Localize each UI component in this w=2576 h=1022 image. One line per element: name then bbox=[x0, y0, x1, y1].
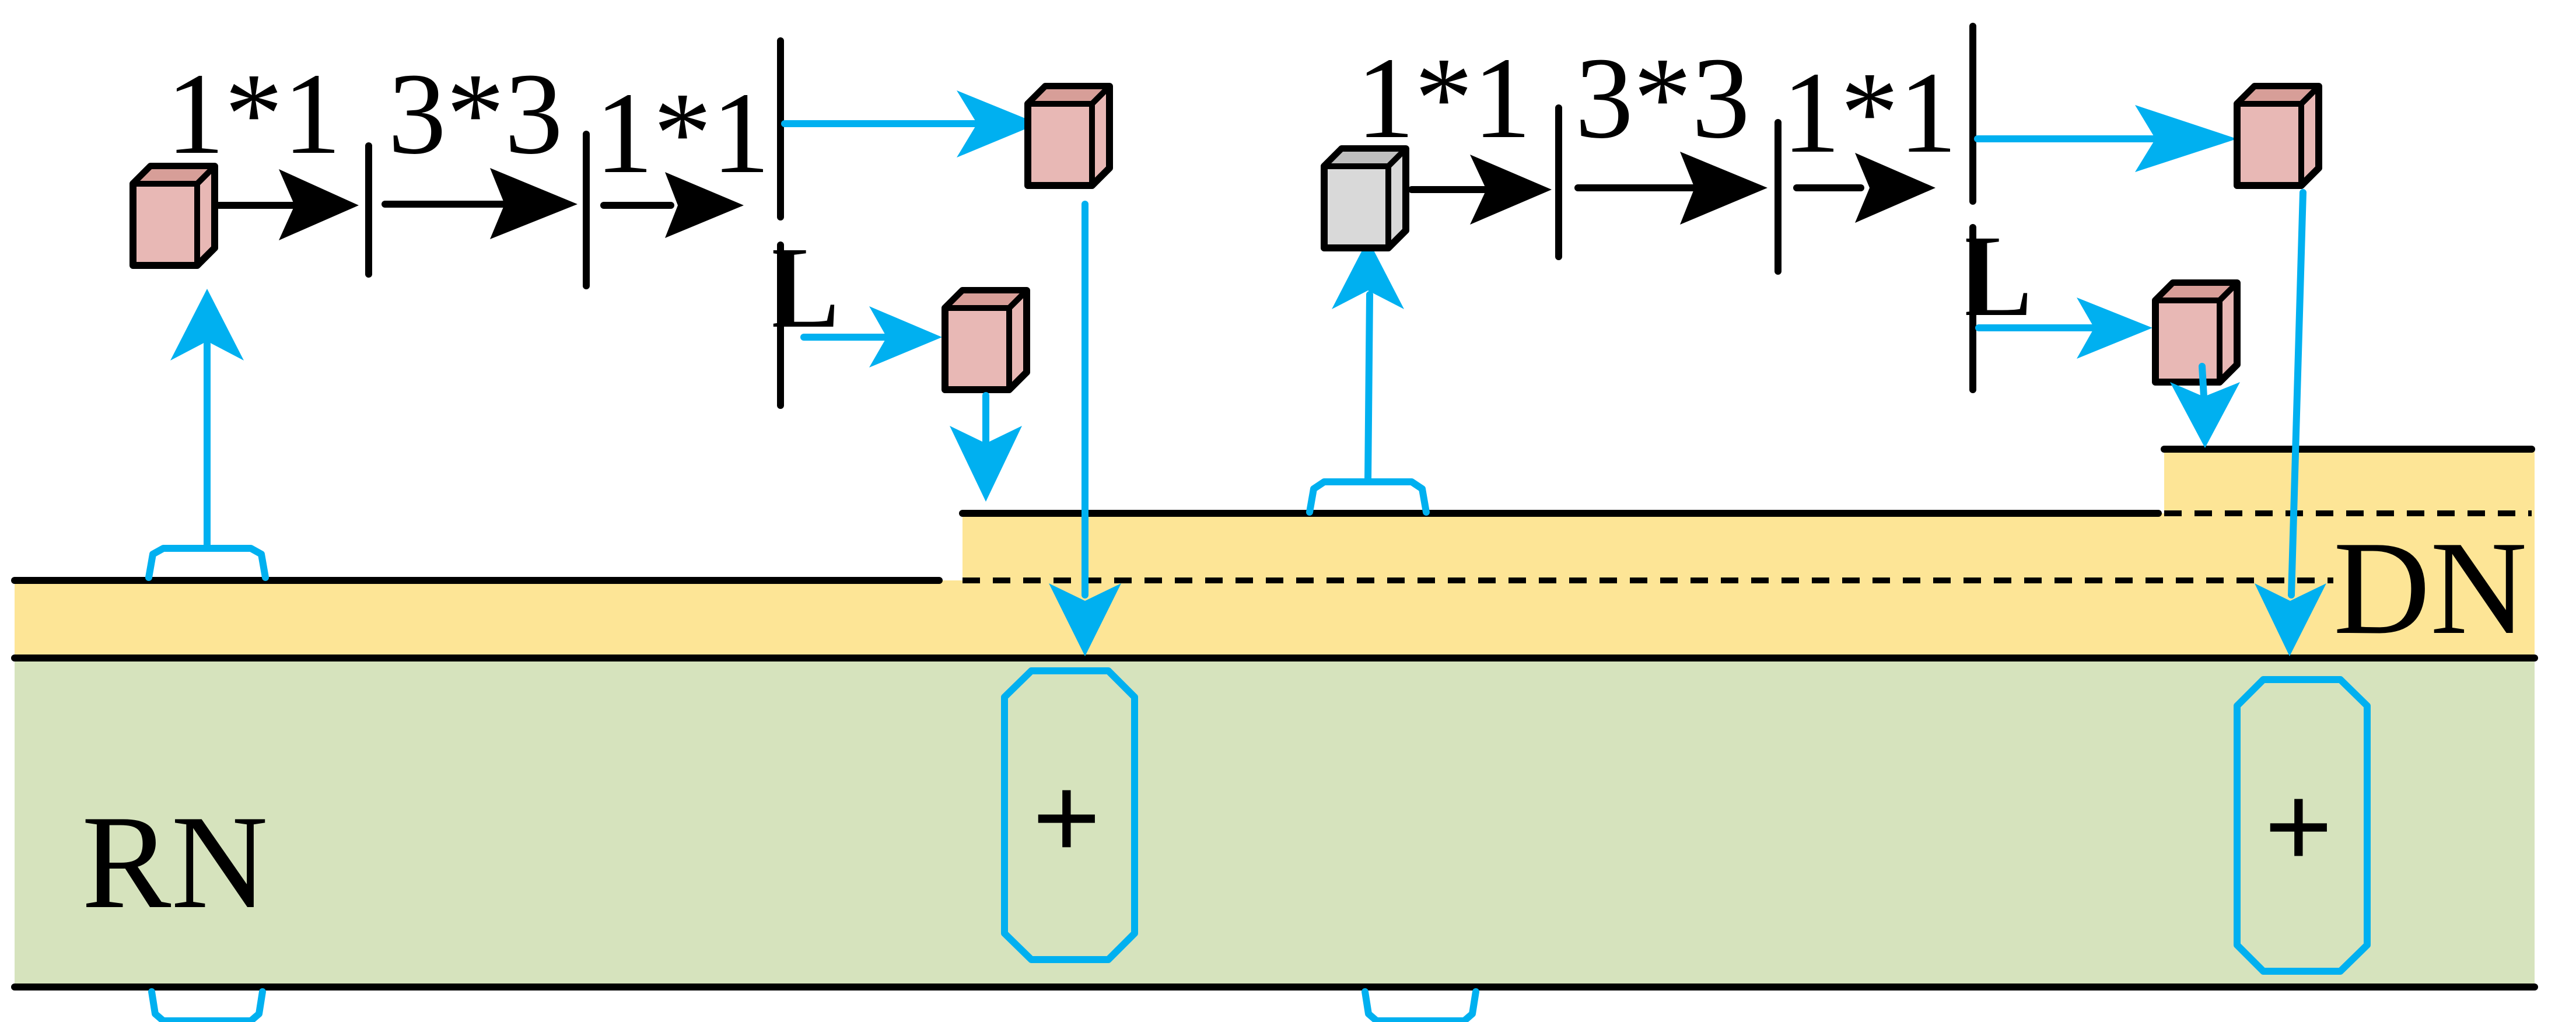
left-block: 1*1 3*3 1*1 L + bbox=[133, 37, 1138, 963]
left-top-output-cube bbox=[1028, 86, 1110, 186]
dn-band bbox=[11, 446, 2535, 656]
left-bottom-output-cube bbox=[945, 290, 1027, 390]
dn-label: DN bbox=[2333, 513, 2527, 662]
right-top-output-cube bbox=[2237, 86, 2319, 186]
left-l-label: L bbox=[770, 223, 841, 352]
left-kernel-1: 1*1 bbox=[166, 50, 341, 178]
right-block: 1*1 3*3 1*1 L + bbox=[1324, 23, 2371, 975]
right-bottom-output-cube bbox=[2155, 283, 2237, 382]
left-kernel-3: 1*1 bbox=[595, 69, 770, 198]
right-input-cube bbox=[1324, 149, 1406, 248]
left-input-cube bbox=[133, 166, 215, 265]
right-kernel-2: 3*3 bbox=[1575, 34, 1750, 163]
left-add-node bbox=[1001, 667, 1138, 963]
right-l-label: L bbox=[1963, 212, 2034, 341]
rn-band bbox=[11, 654, 2538, 991]
left-kernel-2: 3*3 bbox=[388, 50, 563, 178]
rn-label: RN bbox=[82, 788, 268, 936]
right-kernel-1: 1*1 bbox=[1356, 34, 1531, 163]
right-add-node bbox=[2234, 676, 2371, 975]
right-plus-sign: + bbox=[2264, 761, 2333, 891]
left-plus-sign: + bbox=[1032, 752, 1101, 883]
right-kernel-3: 1*1 bbox=[1782, 48, 1957, 177]
